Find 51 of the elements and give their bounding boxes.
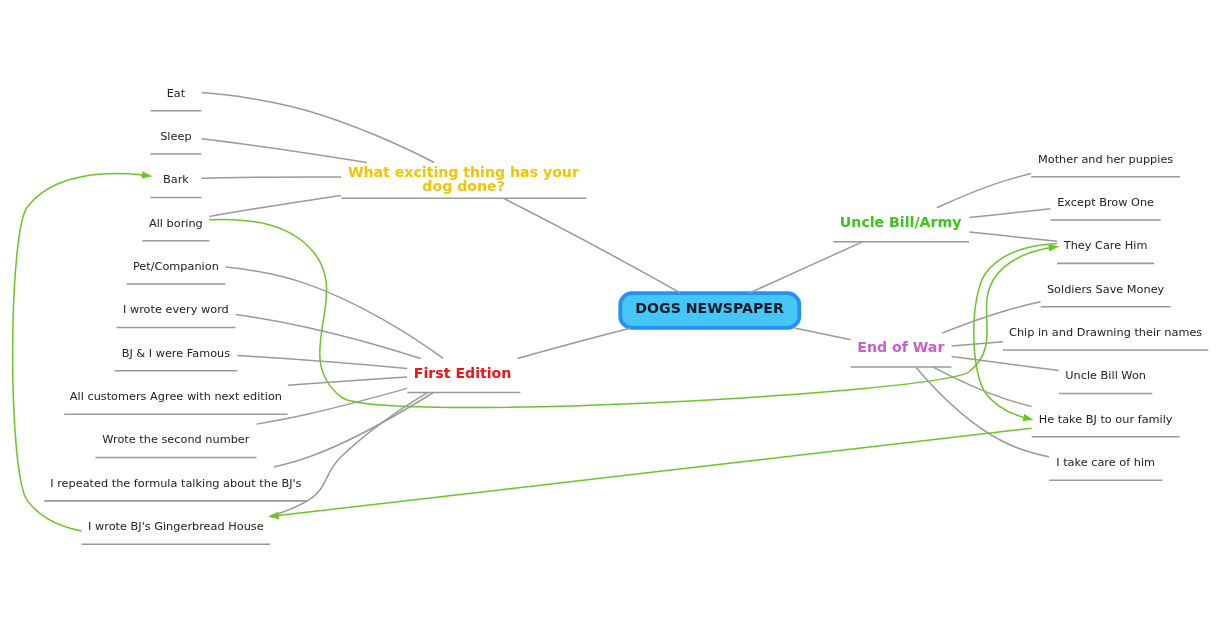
- node-text: What exciting thing has your dog done?: [347, 163, 579, 194]
- node-text: Sleep: [160, 129, 192, 143]
- connector: [502, 197, 682, 294]
- connector: [516, 326, 632, 359]
- connector: [748, 240, 864, 294]
- connector: [950, 355, 1060, 371]
- node-text: Except Brow One: [1057, 195, 1155, 209]
- connector: [793, 326, 852, 340]
- node-box: DOGS NEWSPAPER: [618, 290, 802, 330]
- connector: [915, 365, 1050, 458]
- node-text: I wrote BJ's Gingerbread House: [88, 519, 264, 533]
- connector: [968, 207, 1052, 218]
- connector: [234, 313, 422, 359]
- node-text: End of War: [857, 338, 945, 355]
- node-text: Chip in and Drawning their names: [1009, 325, 1203, 339]
- node-text: Eat: [166, 86, 186, 100]
- connector: [936, 172, 1032, 208]
- connector: [224, 265, 444, 359]
- arrow: [11, 170, 153, 532]
- arrow: [973, 242, 1058, 421]
- connector: [200, 175, 342, 179]
- connector: [269, 391, 429, 517]
- connector: [200, 137, 368, 163]
- node-text: Uncle Bill/Army: [839, 213, 962, 230]
- connector: [950, 340, 1004, 347]
- node-text: Pet/Companion: [132, 259, 219, 273]
- node-text: I repeated the formula talking about the BJ's: [50, 476, 302, 490]
- connector: [255, 387, 408, 425]
- connector: [932, 365, 1033, 407]
- node-text: He take BJ to our family: [1038, 412, 1173, 426]
- connector: [941, 300, 1042, 334]
- arrow: [268, 427, 1033, 519]
- node-text: I take care of him: [1056, 455, 1156, 469]
- node-text: Mother and her puppies: [1038, 152, 1174, 166]
- node-text: Wrote the second number: [102, 432, 250, 446]
- connector: [968, 230, 1058, 242]
- node-text: BJ & I were Famous: [121, 346, 231, 360]
- node-text: I wrote every word: [123, 302, 229, 316]
- connector: [236, 354, 408, 369]
- arrow: [208, 218, 1060, 408]
- connector: [208, 194, 342, 217]
- node-text: Uncle Bill Won: [1065, 368, 1146, 382]
- connector: [287, 375, 408, 386]
- node-text: Bark: [162, 172, 189, 186]
- node-text: They Care Him: [1063, 238, 1148, 252]
- node-text: First Edition: [413, 364, 512, 381]
- node-text: All customers Agree with next edition: [69, 389, 282, 403]
- node-text: Soldiers Save Money: [1046, 282, 1165, 296]
- node-text: All boring: [149, 216, 203, 230]
- connector: [200, 91, 435, 163]
- connector: [273, 391, 435, 468]
